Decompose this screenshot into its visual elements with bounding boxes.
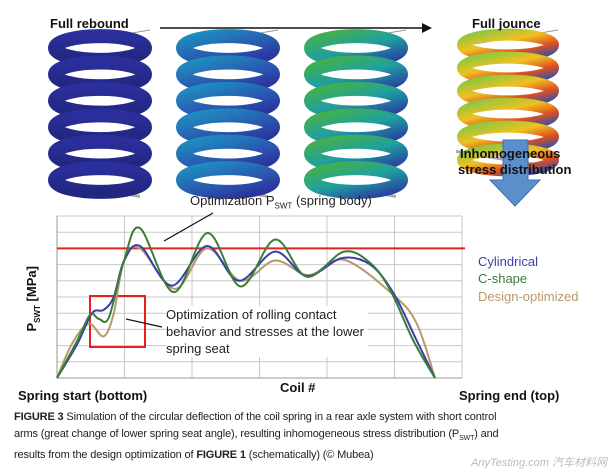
caption-text: arms (great change of lower spring seat … <box>14 427 460 440</box>
x-axis-label: Coil # <box>280 380 316 395</box>
caption-figure-label: FIGURE 3 <box>14 411 64 423</box>
annotation-leader-seat <box>125 318 163 328</box>
series-line-c-shape <box>56 226 436 379</box>
caption-text: results from the design optimization of <box>14 449 197 462</box>
x-start-label: Spring start (bottom) <box>18 388 148 403</box>
annotation-seat-line: Optimization of rolling contact <box>166 307 337 322</box>
series-line-design-optimized <box>56 245 436 379</box>
down-arrow-icon <box>488 139 542 207</box>
stress-note-line: Inhomogeneous <box>460 146 561 161</box>
caption-text: (schematically) (© Mubea) <box>245 449 374 462</box>
caption-line: results from the design optimization of … <box>14 447 610 464</box>
annotation-body: Optimization PSWT (spring body) <box>190 192 372 215</box>
legend-cylindrical: Cylindrical <box>478 254 538 269</box>
full-rebound-label: Full rebound <box>50 16 129 31</box>
annotation-body-tail: (spring body) <box>292 193 372 208</box>
stress-note-line: stress distribution <box>458 162 572 177</box>
annotation-leader-body <box>163 212 214 242</box>
annotation-body-sub: SWT <box>274 201 293 211</box>
annotation-seat-line: behavior and stresses at the lower <box>166 324 364 339</box>
spring-render-1 <box>48 29 152 199</box>
legend-design-optimized: Design-optimized <box>478 289 579 304</box>
annotation-seat-line: spring seat <box>166 341 230 356</box>
legend-c-shape: C-shape <box>478 271 528 286</box>
spring-render-3 <box>304 29 408 199</box>
caption-text: Simulation of the circular deflection of… <box>63 411 497 423</box>
spring-render-4 <box>456 28 559 177</box>
watermark: AnyTesting.com 汽车材料网 <box>471 457 607 469</box>
stress-note: Inhomogeneous stress distribution <box>458 146 571 178</box>
x-end-label: Spring end (top) <box>459 388 560 403</box>
caption-line: FIGURE 3 Simulation of the circular defl… <box>14 409 610 426</box>
annotation-seat: Optimization of rolling contact behavior… <box>166 306 368 357</box>
annotation-body-text: Optimization P <box>190 193 275 208</box>
caption-sub: SWT <box>459 434 475 442</box>
caption-figure-ref: FIGURE 1 <box>196 449 246 462</box>
caption-line: arms (great change of lower spring seat … <box>14 426 610 448</box>
y-axis-label-text: P <box>24 322 40 332</box>
caption-text: ) and <box>474 427 499 440</box>
y-axis-label-sub: SWT <box>32 305 42 323</box>
y-axis-label-unit: [MPa] <box>24 266 40 306</box>
y-axis-label: PSWT [MPa] <box>24 244 42 354</box>
spring-render-2 <box>176 29 280 199</box>
deflection-arrow <box>160 23 432 33</box>
full-jounce-label: Full jounce <box>472 16 541 31</box>
figure-caption: FIGURE 3 Simulation of the circular defl… <box>14 409 610 464</box>
